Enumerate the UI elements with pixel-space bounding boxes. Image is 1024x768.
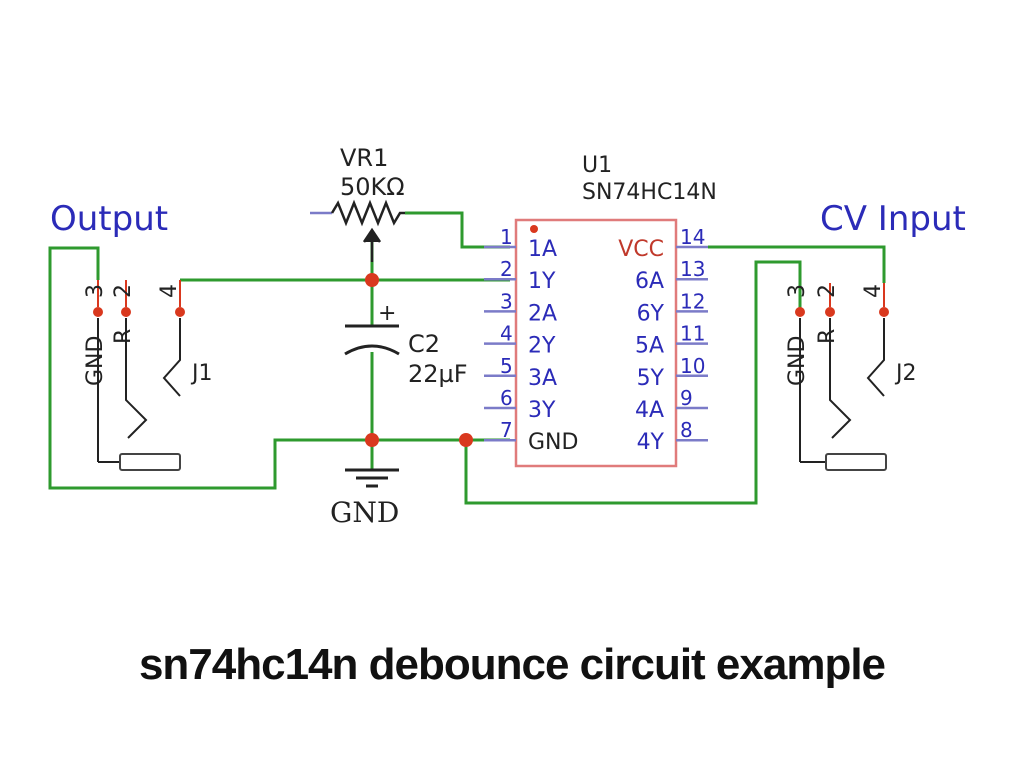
vr1-value-label: 50KΩ	[340, 173, 405, 201]
junction-nodes	[365, 273, 473, 447]
ic-pin-number: 7	[500, 418, 513, 442]
ic-pin-name: 6A	[635, 269, 664, 294]
ic-pin-number: 9	[680, 386, 693, 410]
ic-pin-name: 5A	[635, 334, 664, 359]
u1-part-label: SN74HC14N	[582, 180, 717, 205]
u1-ref-label: U1	[582, 153, 612, 178]
j2-r-label: R	[815, 329, 840, 344]
j2-jack: 3 2 4 GND R J2	[785, 283, 917, 471]
ic-pin-name: VCC	[618, 237, 664, 262]
c2-value-label: 22µF	[408, 360, 468, 388]
wires	[48, 211, 886, 505]
ground-label: GND	[330, 496, 399, 529]
ic-pin-number: 10	[680, 354, 705, 378]
j2-gnd-label: GND	[785, 336, 810, 386]
ic-pin-name: 6Y	[637, 301, 665, 326]
wire-output-loop	[48, 246, 510, 490]
j1-pin2-label: 2	[111, 284, 136, 298]
vr1-potentiometer	[310, 199, 405, 262]
wire-vcc-to-j2	[708, 245, 886, 283]
ic-pin-name: 1A	[528, 237, 557, 262]
ic-pin-number: 4	[500, 322, 513, 346]
caption-title: sn74hc14n debounce circuit example	[138, 640, 886, 689]
ground-symbol	[345, 468, 399, 488]
cv-input-label: CV Input	[820, 199, 966, 239]
u1-pin1-marker	[530, 225, 538, 233]
ic-pin-name: 4A	[635, 398, 664, 423]
j1-ref-label: J1	[190, 361, 213, 386]
ic-pin-number: 14	[680, 225, 705, 249]
j1-pin4-label: 4	[157, 284, 182, 298]
ic-pin-number: 2	[500, 257, 513, 281]
output-label: Output	[50, 199, 168, 239]
c2-capacitor	[344, 324, 400, 356]
ic-pin-number: 3	[500, 289, 513, 313]
junction-node	[365, 273, 379, 287]
j1-gnd-label: GND	[83, 336, 108, 386]
j2-pin2-label: 2	[815, 284, 840, 298]
j1-pin3-label: 3	[83, 284, 108, 298]
wire-vr1-to-pin1	[405, 211, 510, 249]
ic-pin-name: 3Y	[528, 398, 556, 423]
ic-pin-number: 5	[500, 354, 513, 378]
j1-r-label: R	[111, 329, 136, 344]
ic-pin-number: 1	[500, 225, 513, 249]
schematic-diagram: VR1 50KΩ + C2 22µF GND U1 SN74HC14N 1 1A 2…	[48, 144, 966, 529]
ic-pin-name: 2Y	[528, 334, 556, 359]
u1-ic-body	[514, 218, 678, 468]
ic-pin-name: 4Y	[637, 430, 665, 455]
ic-pin-number: 13	[680, 257, 705, 281]
j2-pin3-label: 3	[785, 284, 810, 298]
vr1-ref-label: VR1	[340, 144, 388, 172]
j2-pin4-label: 4	[861, 284, 886, 298]
ic-pin-number: 12	[680, 289, 705, 313]
j1-jack: 3 2 4 GND R J1	[83, 280, 213, 471]
junction-node	[459, 433, 473, 447]
wire-gnd-bottom-loop	[464, 260, 802, 505]
ic-pin-name: 5Y	[637, 366, 665, 391]
c2-ref-label: C2	[408, 330, 440, 358]
ic-pin-number: 8	[680, 418, 693, 442]
ic-pin-name: 2A	[528, 301, 557, 326]
ic-pin-number: 6	[500, 386, 513, 410]
junction-node	[365, 433, 379, 447]
c2-plus-sign: +	[378, 301, 396, 326]
ic-pin-number: 11	[680, 322, 705, 346]
ic-pin-name: 1Y	[528, 269, 556, 294]
j2-ref-label: J2	[894, 361, 917, 386]
ic-pin-name: 3A	[528, 366, 557, 391]
ic-pin-name: GND	[528, 430, 578, 455]
